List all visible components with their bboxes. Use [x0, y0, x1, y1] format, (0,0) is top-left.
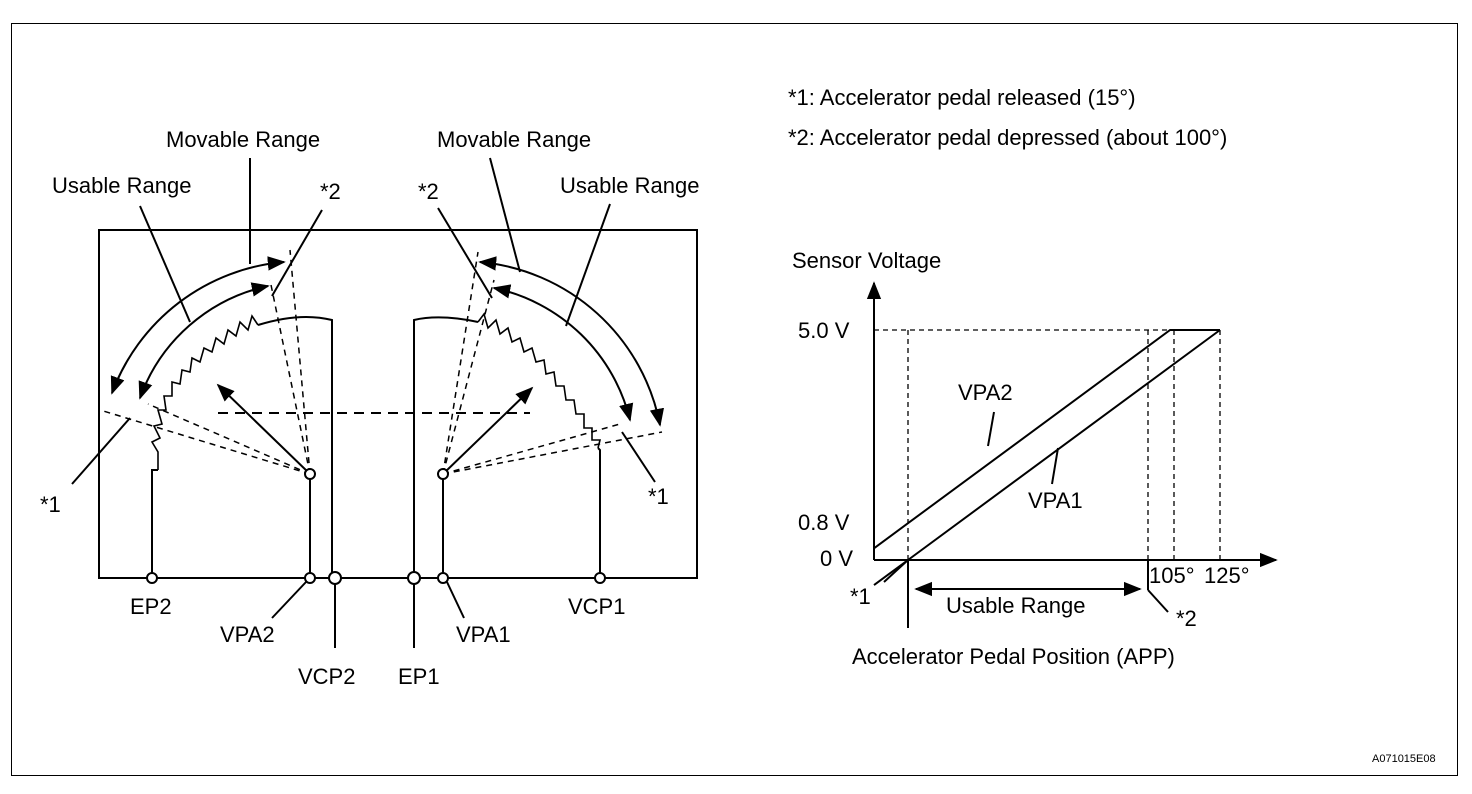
left-usable-label: Usable Range [52, 173, 191, 198]
left-wiper-arrow [216, 383, 311, 475]
sensor-housing [98, 229, 698, 579]
note-depressed: *2: Accelerator pedal depressed (about 1… [788, 125, 1228, 150]
right-movable-label: Movable Range [437, 127, 591, 152]
left-star1-label: *1 [40, 492, 61, 517]
ytick-08v: 0.8 V [798, 510, 850, 535]
graph-star2: *2 [1176, 606, 1197, 631]
graph-axes [866, 281, 1278, 568]
left-limit-2a [289, 249, 311, 475]
terminal-label-vpa2: VPA2 [220, 622, 275, 647]
terminal-ep2 [146, 572, 158, 584]
left-resistor-lead [257, 316, 333, 578]
figure-id: A071015E08 [1372, 753, 1436, 765]
chart-series [873, 329, 1221, 586]
series-label-vpa1: VPA1 [1028, 488, 1083, 513]
sensor-box [98, 229, 698, 579]
terminal-label-vcp2: VCP2 [298, 664, 355, 689]
terminal-vcp1 [594, 572, 606, 584]
terminal-label-vcp1: VCP1 [568, 594, 625, 619]
usable-range-label: Usable Range [946, 593, 1085, 618]
graph-ylabel: Sensor Voltage [792, 248, 941, 273]
right-limit-1a [442, 431, 663, 475]
right-vcp1-lead [597, 447, 601, 578]
right-star2-label: *2 [418, 179, 439, 204]
terminal-ep1 [407, 571, 421, 585]
left-limit-1b [147, 403, 311, 475]
left-resistor [150, 314, 259, 470]
ytick-5v: 5.0 V [798, 318, 850, 343]
left-star2-label: *2 [320, 179, 341, 204]
terminal-label-vpa1: VPA1 [456, 622, 511, 647]
note-released: *1: Accelerator pedal released (15°) [788, 85, 1136, 110]
terminal-label-ep2: EP2 [130, 594, 172, 619]
right-limit-2b [442, 279, 495, 475]
terminal-leaders [271, 581, 465, 648]
ytick-0v: 0 V [820, 546, 853, 571]
terminal-label-ep1: EP1 [398, 664, 440, 689]
series-label-vpa2: VPA2 [958, 380, 1013, 405]
right-wiper-arrow [442, 386, 534, 475]
right-limit-1b [442, 423, 621, 475]
terminal-vpa2 [304, 572, 316, 584]
usable-range-marker [883, 559, 1169, 628]
left-sensor-element [99, 249, 333, 578]
right-resistor-lead [413, 316, 479, 578]
graph-guides [874, 329, 1221, 560]
left-limit-2b [269, 279, 311, 475]
left-movable-label: Movable Range [166, 127, 320, 152]
right-limit-2a [442, 251, 479, 475]
terminal-vcp2 [328, 571, 342, 585]
series-vpa1 [873, 329, 1221, 586]
terminal-points [146, 571, 606, 585]
left-limit-1a [99, 409, 311, 475]
right-pivot [437, 468, 449, 480]
right-star1-label: *1 [648, 484, 669, 509]
right-usable-arc [492, 284, 634, 422]
right-resistor [477, 312, 602, 449]
graph-star1: *1 [850, 584, 871, 609]
left-ep2-lead [151, 469, 158, 578]
xtick-105: 105° [1149, 563, 1195, 588]
graph-xlabel: Accelerator Pedal Position (APP) [852, 644, 1175, 669]
left-usable-arc [138, 282, 270, 400]
range-leaders [71, 157, 656, 485]
xtick-125: 125° [1204, 563, 1250, 588]
left-pivot [304, 468, 316, 480]
right-sensor-element [413, 251, 664, 578]
terminal-vpa1 [437, 572, 449, 584]
left-movable-arc [110, 256, 286, 395]
series-vpa2 [873, 329, 1220, 550]
right-usable-label: Usable Range [560, 173, 699, 198]
